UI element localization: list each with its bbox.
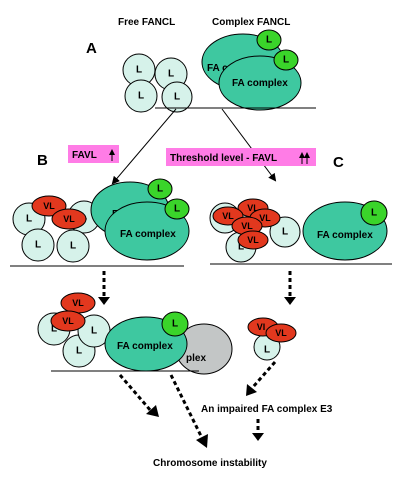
- panel-b-label: B: [37, 152, 48, 169]
- panel-c-complex-fancl: FA complex L: [302, 200, 388, 261]
- fancl-bound-l-label: L: [283, 55, 289, 66]
- free-fancl-l-label: L: [138, 91, 144, 102]
- b-fancl-l-label: L: [35, 240, 41, 251]
- c-fancl-l: [269, 216, 301, 248]
- c-favl-vl-label: VL: [247, 235, 259, 245]
- rc-to-impaired-arrow-head: [246, 384, 257, 396]
- chromosome-instability-text: Chromosome instability: [153, 458, 267, 469]
- b-fa-complex-label: FA complex: [120, 229, 176, 240]
- b-favl-vl: [31, 195, 67, 217]
- c-fancl-l-label: L: [282, 227, 288, 238]
- b-fancl-l: [21, 228, 55, 262]
- b-fancl-bound-l-label: L: [157, 184, 163, 195]
- rb-fa-complex-label: FA complex: [117, 341, 173, 352]
- free-fancl-header: Free FANCL: [118, 17, 175, 28]
- c-fancl-l-label: L: [238, 242, 244, 253]
- free-fancl-l: [161, 81, 193, 113]
- panel-b-free-fancl: L L L L VL VL: [12, 195, 101, 263]
- rb-favl-vl-label: VL: [72, 298, 84, 308]
- b-down-arrow-head: [98, 297, 110, 305]
- fancl-bound-l-label: L: [266, 35, 272, 46]
- b-fancl-l-label: L: [70, 241, 76, 252]
- panel-c-label: C: [333, 154, 344, 171]
- free-fancl-l-label: L: [136, 65, 142, 76]
- rb-favl-vl-label: VL: [62, 316, 74, 326]
- rb-to-instability-arrow: [169, 374, 204, 439]
- c-fancl-bound-l-label: L: [371, 208, 377, 219]
- b-fancl-l-label: L: [26, 214, 32, 225]
- complex-fancl-header: Complex FANCL: [212, 17, 290, 28]
- c-favl-vl-label: VL: [247, 203, 259, 213]
- b-favl-vl-label: VL: [43, 201, 55, 211]
- fa-complex: [218, 55, 302, 111]
- free-fancl-l-label: L: [174, 92, 180, 103]
- free-fancl-l: [124, 79, 158, 113]
- rc-favl-vl-label: VL: [275, 328, 287, 338]
- panel-a-free-fancl: L L L L: [122, 53, 193, 113]
- rb-grey-complex-label: plex: [186, 353, 206, 364]
- rb-fancl-bound-l: [161, 311, 189, 337]
- favl-box-bg: [68, 145, 119, 163]
- b-favl-vl-label: VL: [63, 214, 75, 224]
- c-favl-vl: [237, 230, 269, 250]
- c-favl-vl-label: VL: [222, 211, 234, 221]
- rb-fancl-l-label: L: [76, 346, 82, 357]
- c-fancl-bound-l: [360, 200, 388, 226]
- rb-to-instability-arrow-head: [196, 434, 208, 448]
- fa-complex-label: FA complex: [232, 78, 288, 89]
- result-c-free-fancl: L VI VL: [247, 317, 297, 361]
- rb-fancl-l-label: L: [91, 326, 97, 337]
- b-fancl-bound-l-label: L: [174, 204, 180, 215]
- threshold-favl-box: Threshold level - FAVL: [166, 148, 316, 166]
- threshold-box-bg: [166, 148, 316, 166]
- impaired-e3-text: An impaired FA complex E3: [201, 404, 333, 415]
- panel-b-complex-fancl: FA co L FA complex L: [90, 178, 190, 261]
- c-fa-complex-label: FA complex: [317, 230, 373, 241]
- rb-to-instability-arrow: [118, 374, 153, 412]
- rb-favl-vl: [50, 310, 86, 332]
- b-fancl-bound-l: [147, 178, 173, 200]
- panel-a-label: A: [86, 40, 97, 57]
- threshold-box-label: Threshold level - FAVL: [170, 153, 277, 164]
- c-favl-vl-label: VL: [241, 221, 253, 231]
- c-favl-vl-label: VL: [259, 213, 271, 223]
- rc-favl-vl: [265, 323, 297, 343]
- favl-increase-box: FAVL: [68, 145, 119, 163]
- impaired-to-instability-arrow-head: [252, 433, 264, 441]
- fancl-bound-l: [256, 29, 282, 51]
- rb-fancl-bound-l-label: L: [172, 319, 178, 330]
- panel-c-free-fancl: L L L VL VL VL VL VL: [209, 198, 301, 263]
- fancl-bound-l: [273, 49, 299, 71]
- result-b-complex: plex FA complex L: [104, 311, 233, 375]
- c-down-arrow-head: [284, 297, 296, 305]
- b-fa-complex: [104, 201, 190, 261]
- rc-fancl-l-label: L: [264, 345, 270, 356]
- b-fancl-l: [56, 229, 90, 263]
- b-fancl-bound-l: [164, 198, 190, 220]
- rc-to-impaired-arrow: [251, 361, 277, 388]
- arrow-a-to-b: [111, 108, 177, 185]
- rb-to-instability-arrow-head: [146, 405, 159, 417]
- fa-complex-back-label: FA co: [207, 63, 234, 74]
- panel-a-complex-fancl: FA co L FA complex L: [201, 29, 302, 111]
- free-fancl-l-label: L: [168, 69, 174, 80]
- result-b-free-fancl: L L L VL VL: [37, 292, 111, 368]
- rb-fancl-l-label: L: [51, 324, 57, 335]
- b-favl-vl: [51, 208, 87, 230]
- arrow-a-to-c: [221, 108, 277, 182]
- rc-favl-vl-clipped-label: VI: [257, 322, 266, 332]
- favl-box-label: FAVL: [72, 150, 97, 161]
